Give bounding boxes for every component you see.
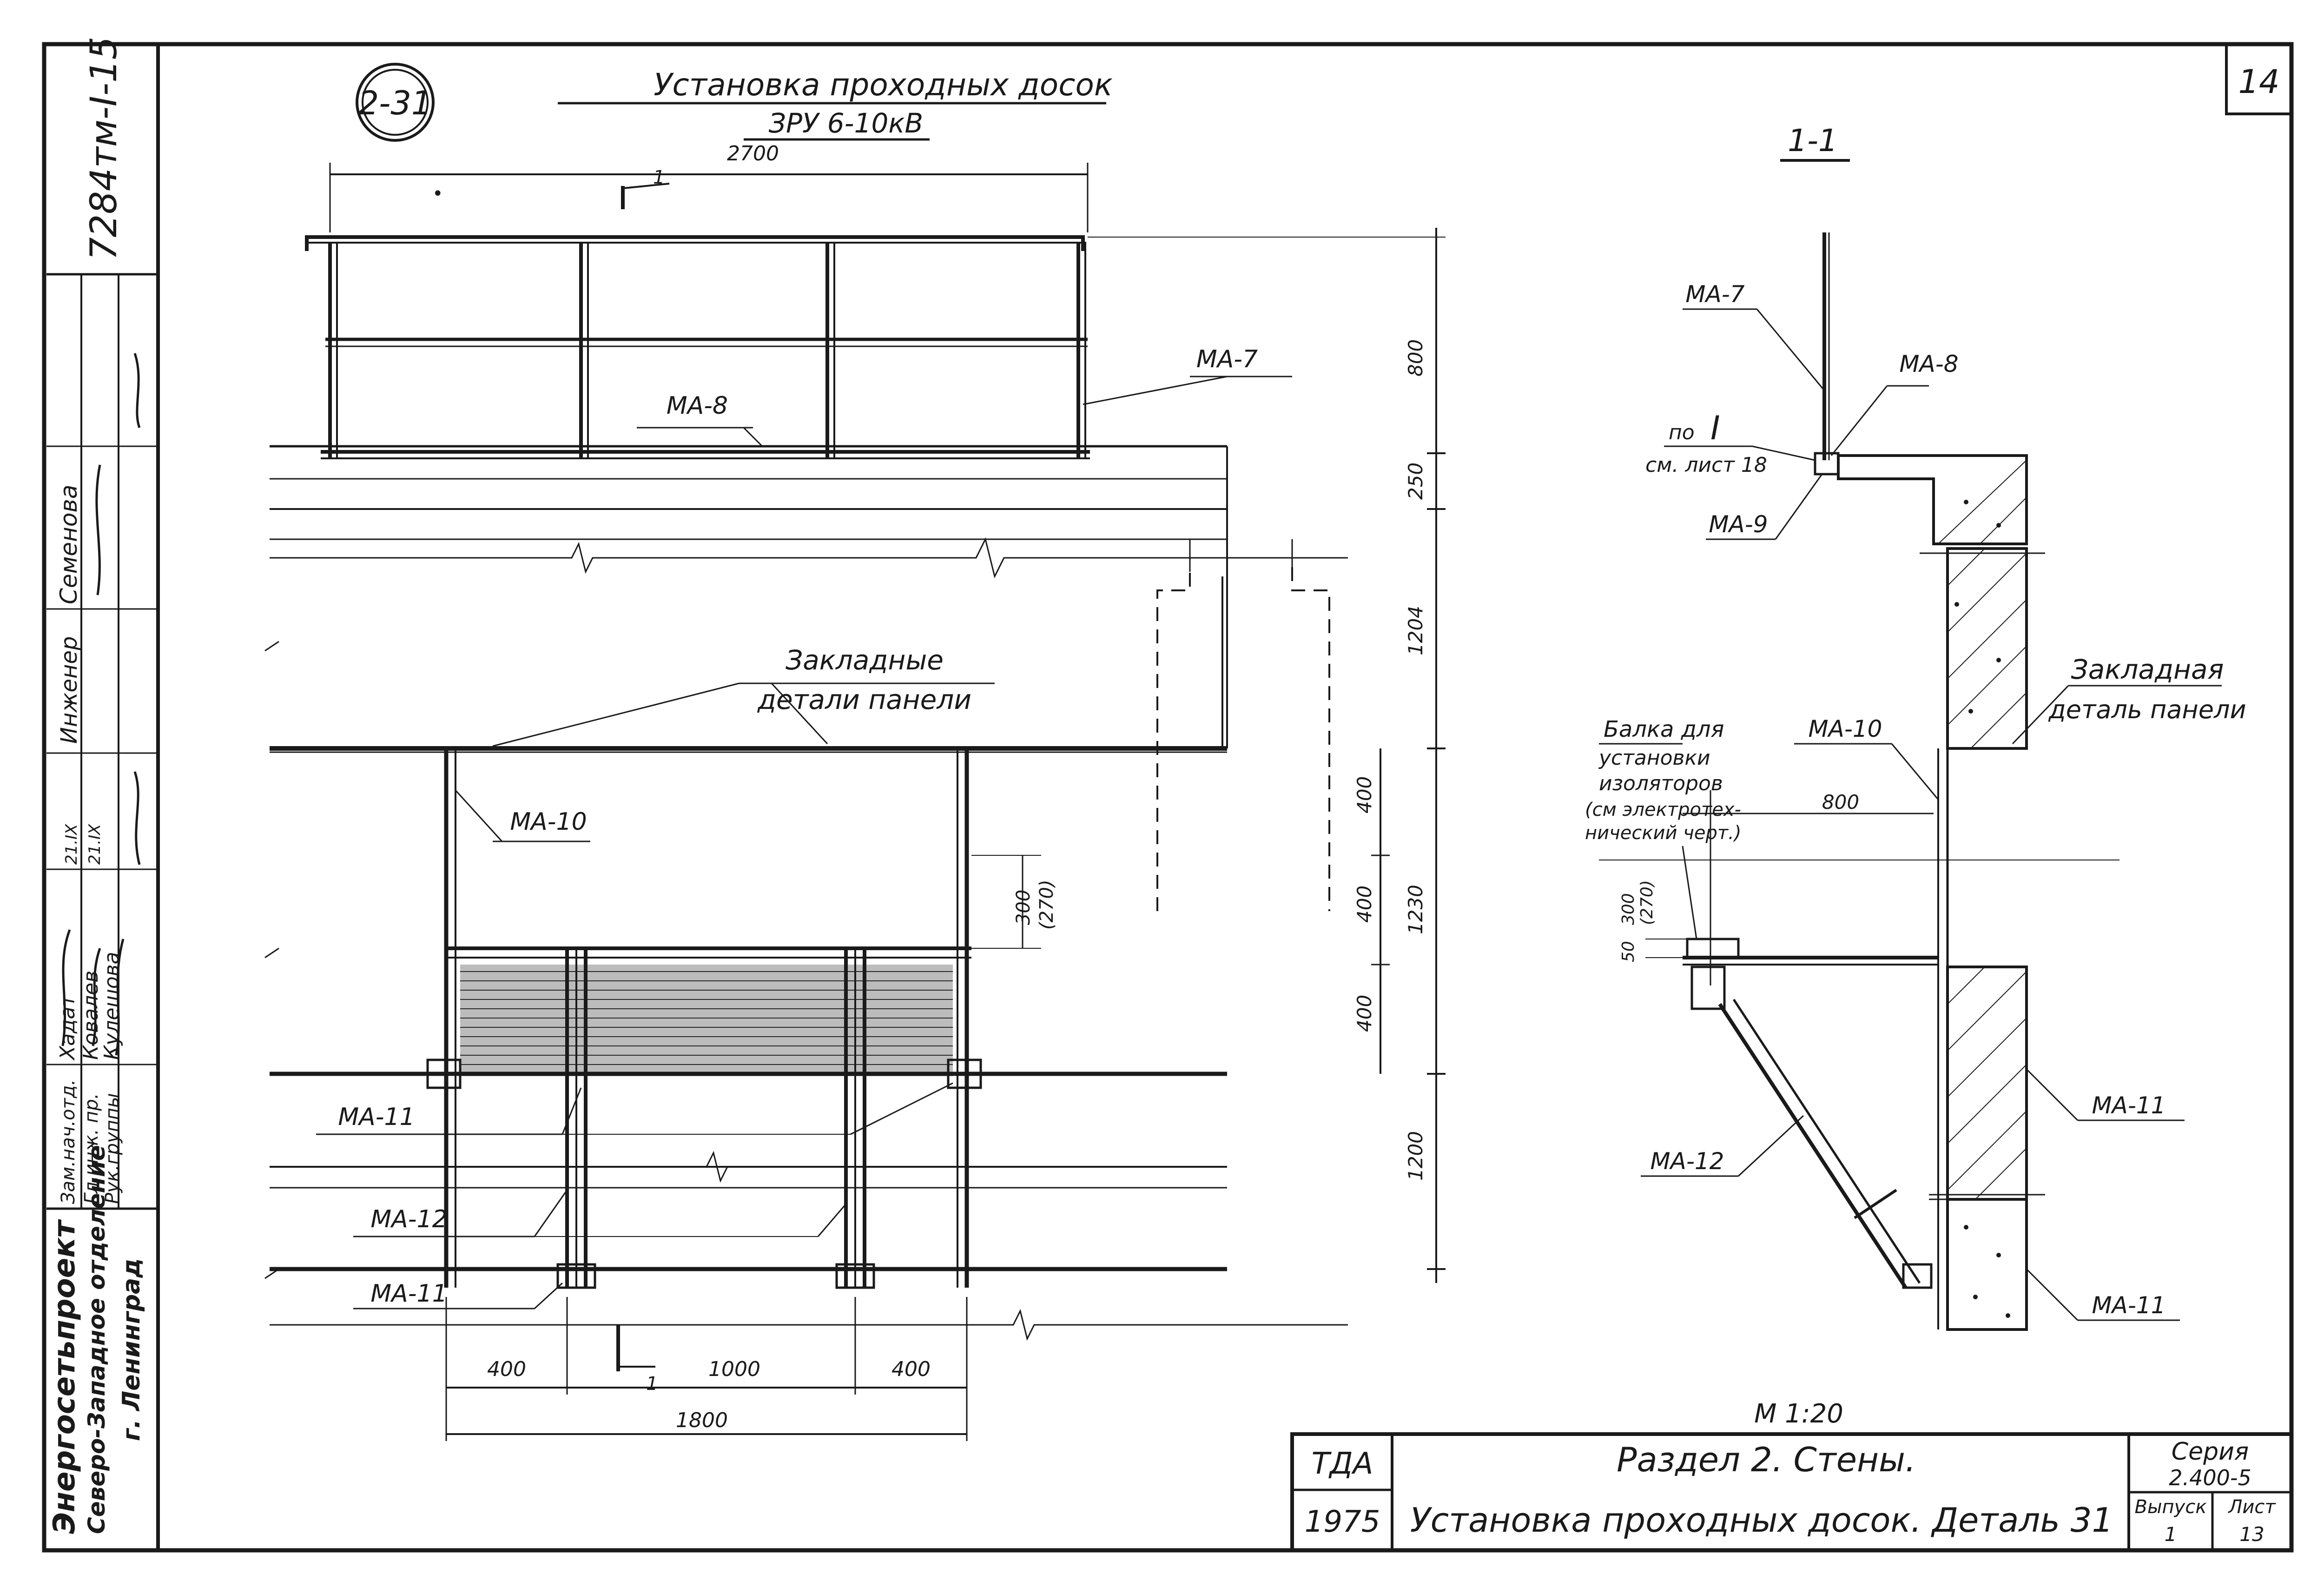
callout-ma11-section-top: МА-11: [2092, 1092, 2166, 1119]
dim-2700: 2700: [727, 142, 779, 165]
stamp-signatures: [61, 353, 141, 1056]
name-1: Хадат: [56, 994, 79, 1061]
beam-note-4: (см электротех-: [1585, 799, 1741, 820]
title-description: Установка проходных досок. Деталь 31: [1410, 1501, 2113, 1540]
org-branch: Северо-Западное отделение: [83, 1145, 110, 1534]
dim-bottom-400-left: 400: [487, 1357, 526, 1381]
beam-note-1: Балка для: [1604, 716, 1724, 742]
sec-dim-300: 300: [1619, 893, 1638, 925]
title-block: ТДА 1975 Раздел 2. Стены. Установка прох…: [1290, 1432, 2293, 1552]
callout-ma12-front: МА-12: [370, 1205, 447, 1233]
beam-note-2: установки: [1598, 746, 1710, 770]
sheet-label: Лист: [2227, 1496, 2276, 1518]
dim-1200: 1200: [1404, 1131, 1427, 1181]
dim-270: (270): [1036, 880, 1057, 930]
ref-I-sheet: см. лист 18: [1645, 453, 1767, 477]
dim-400-c: 400: [1353, 995, 1376, 1032]
callout-ma9: МА-9: [1709, 511, 1768, 538]
corner-number-box: [2225, 43, 2293, 115]
series-label: Серия: [2172, 1438, 2249, 1466]
dim-bottom-1000: 1000: [708, 1357, 760, 1381]
drawing-subtitle: ЗРУ 6-10кВ: [769, 107, 923, 139]
name-2: Ковалев: [79, 971, 103, 1060]
dim-1230: 1230: [1404, 885, 1427, 934]
callout-ma10-section: МА-10: [1808, 715, 1882, 742]
issue-value: 1: [2165, 1523, 2177, 1546]
callout-embedded-single-1: Закладная: [2071, 654, 2224, 685]
dim-1204: 1204: [1404, 606, 1427, 655]
section-label: 1-1: [1788, 123, 1838, 159]
role-1: Зам.нач.отд.: [58, 1079, 79, 1204]
callout-embedded-1: Закладные: [786, 644, 944, 676]
title-year: 1975: [1305, 1505, 1380, 1539]
front-view: 2700 1 •: [264, 142, 1446, 1441]
org-city: г. Ленинград: [118, 1258, 145, 1441]
series-value: 2.400-5: [2169, 1465, 2251, 1490]
section-marker-bottom: 1: [646, 1373, 658, 1395]
name-4: Семенова: [55, 484, 82, 604]
callout-ma7-front: МА-7: [1196, 345, 1258, 373]
callout-ma11-front-bottom: МА-11: [370, 1280, 447, 1308]
detail-circle: [356, 63, 435, 142]
dim-300: 300: [1013, 890, 1034, 925]
title-org: ТДА: [1312, 1447, 1373, 1481]
sec-dim-800: 800: [1822, 791, 1859, 814]
drawing-title: Установка проходных досок: [654, 67, 1113, 103]
section-view: 1-1: [1585, 123, 2246, 1331]
section-marker-top: 1: [653, 167, 665, 188]
dim-400-b: 400: [1353, 886, 1376, 923]
title-section: Раздел 2. Стены.: [1617, 1440, 1916, 1479]
callout-ma8-section: МА-8: [1899, 351, 1958, 377]
callout-embedded-single-2: деталь панели: [2048, 695, 2246, 724]
sheet-frame: [42, 42, 2294, 1553]
beam-note-5: нический черт.): [1585, 822, 1742, 844]
project-code: 7284тм-I-15: [83, 37, 125, 260]
callout-embedded-2: детали панели: [757, 684, 971, 715]
callout-ma11-front-top: МА-11: [338, 1103, 415, 1131]
dim-250: 250: [1404, 463, 1427, 500]
dim-bottom-400-right: 400: [891, 1357, 931, 1381]
issue-label: Выпуск: [2135, 1496, 2207, 1518]
ref-I-prefix: по: [1669, 421, 1695, 444]
hatched-panel: [460, 965, 953, 1076]
beam-note-3: изоляторов: [1599, 772, 1723, 795]
dim-bottom-1800: 1800: [676, 1409, 728, 1432]
ref-I-numeral: I: [1710, 409, 1720, 447]
drawing-scale: М 1:20: [1754, 1399, 1843, 1429]
name-3: Кулешова: [100, 952, 124, 1060]
name-5: Инженер: [56, 636, 82, 744]
callout-ma7-section: МА-7: [1685, 281, 1744, 308]
sec-dim-270: (270): [1637, 880, 1657, 925]
dim-800: 800: [1404, 339, 1427, 377]
sheet-value: 13: [2239, 1523, 2264, 1546]
org-name: Энергосетьпроект: [47, 1218, 82, 1534]
role-2: Гл.инж. пр.: [81, 1093, 102, 1204]
side-stamp: 7284тм-I-15 Энергосетьпроект Северо-Запа…: [46, 37, 158, 1534]
svg-text:•: •: [432, 183, 443, 205]
corner-sheet-number: 14: [2238, 63, 2279, 101]
date-1: 21.IX: [62, 824, 81, 865]
callout-ma10-front: МА-10: [510, 808, 587, 836]
callout-ma8-front: МА-8: [667, 392, 728, 420]
sec-dim-50: 50: [1619, 941, 1638, 962]
date-2: 21.IX: [86, 824, 104, 865]
callout-ma11-section-bottom: МА-11: [2092, 1292, 2166, 1319]
role-3: Рук.группы: [102, 1093, 123, 1204]
dim-400-a: 400: [1353, 776, 1376, 814]
detail-reference: 2-31: [358, 84, 432, 122]
callout-ma12-section: МА-12: [1650, 1148, 1724, 1175]
